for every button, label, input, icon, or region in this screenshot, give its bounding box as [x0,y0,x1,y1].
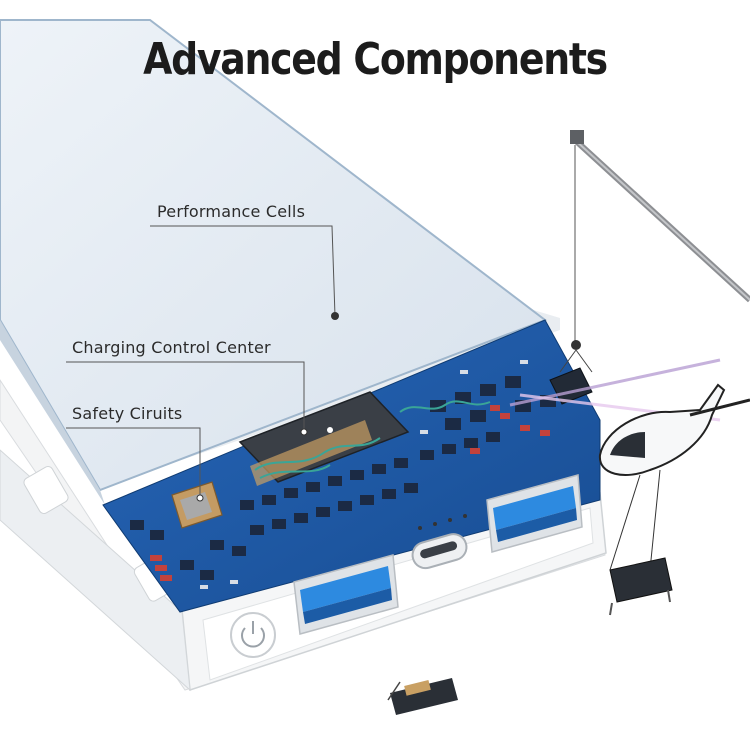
control-chip [238,391,410,486]
top-panel-performance-cells [0,19,548,505]
headline: Advanced Components [143,34,608,85]
helicopter-icon [509,358,750,571]
micro-chip-icon [609,557,673,616]
usb-a-port-left[interactable] [293,554,399,635]
callout-charging-control-center: Charging Control Center [72,338,271,357]
callout-leaders [66,225,339,502]
crane-icon [559,130,750,373]
callout-performance-cells: Performance Cells [157,202,306,221]
usb-c-port[interactable] [410,514,470,571]
safety-chip [171,481,223,529]
small-chip-figure [387,678,458,715]
ports [230,474,583,658]
usb-a-port-right[interactable] [486,474,583,553]
callout-safety-circuits: Safety Ciruits [72,404,183,423]
power-button[interactable] [230,612,276,658]
circuit-board [102,319,601,613]
